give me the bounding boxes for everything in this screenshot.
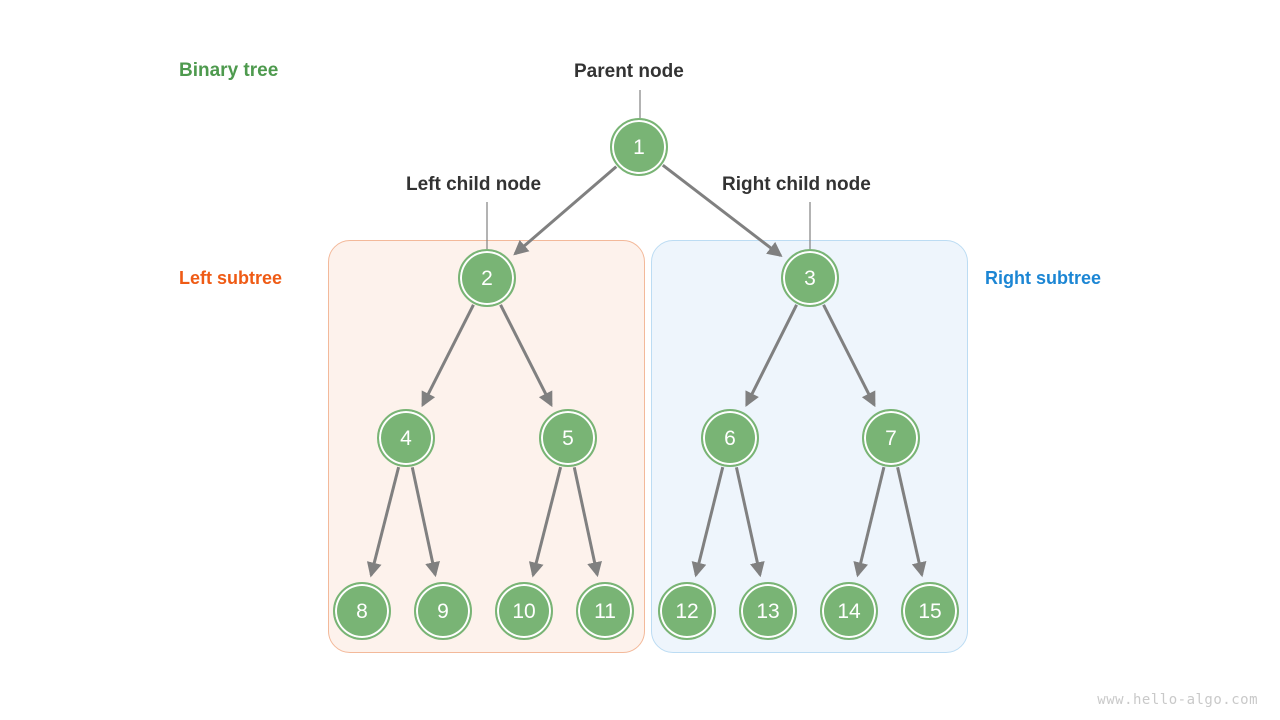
tree-node-12: 12 — [658, 582, 716, 640]
watermark: www.hello-algo.com — [1097, 692, 1258, 708]
right-child-node-label: Right child node — [722, 174, 871, 195]
tree-node-1: 1 — [610, 118, 668, 176]
tree-node-5: 5 — [539, 409, 597, 467]
tree-node-15: 15 — [901, 582, 959, 640]
tree-node-4: 4 — [377, 409, 435, 467]
tree-node-8: 8 — [333, 582, 391, 640]
tree-node-14: 14 — [820, 582, 878, 640]
tree-node-9: 9 — [414, 582, 472, 640]
tree-node-7: 7 — [862, 409, 920, 467]
right-subtree-label: Right subtree — [985, 268, 1102, 288]
tree-node-10: 10 — [495, 582, 553, 640]
tree-node-3: 3 — [781, 249, 839, 307]
page-title: Binary tree — [179, 60, 279, 81]
tree-node-13: 13 — [739, 582, 797, 640]
tree-node-6: 6 — [701, 409, 759, 467]
left-subtree-label: Left subtree — [179, 268, 283, 288]
left-child-node-label: Left child node — [406, 174, 542, 195]
parent-node-label: Parent node — [574, 61, 684, 82]
tree-node-2: 2 — [458, 249, 516, 307]
tree-node-11: 11 — [576, 582, 634, 640]
